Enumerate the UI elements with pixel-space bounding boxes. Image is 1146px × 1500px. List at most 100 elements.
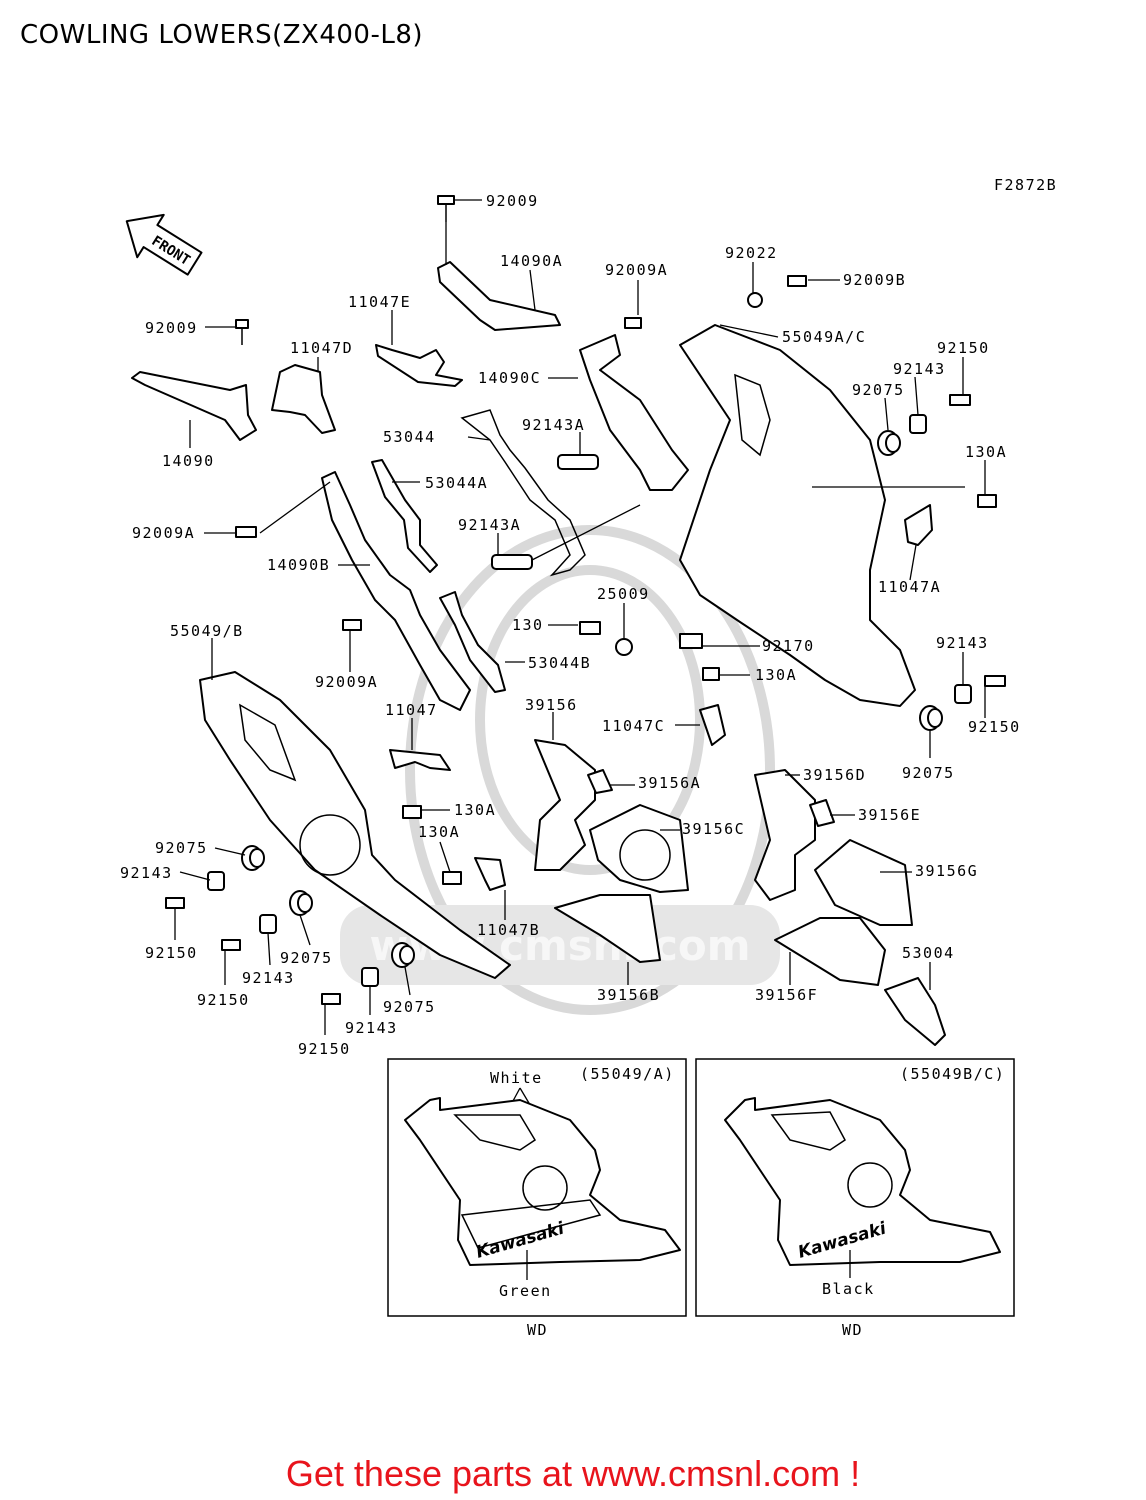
callout-11047b: 11047B [477, 921, 540, 939]
callout-11047a: 11047A [878, 578, 941, 596]
strip-53004 [884, 977, 946, 1046]
callout-92075-r1: 92075 [852, 381, 905, 399]
bolt-92150-l1 [165, 897, 185, 909]
callout-92143-r1: 92143 [893, 360, 946, 378]
inset-55049bc: (55049B/C) Kawasaki Black WD [695, 1058, 1015, 1339]
bolt-130a-mid [702, 667, 720, 681]
callout-11047d: 11047D [290, 339, 353, 357]
callout-39156d: 39156D [803, 766, 866, 784]
callout-130a-lo1: 130A [454, 801, 496, 819]
grommet-92075-l2 [289, 890, 313, 916]
bracket-11047 [389, 749, 451, 771]
inset-b-cowl [724, 1097, 1001, 1266]
figure-code: F2872B [994, 176, 1057, 194]
callout-130a-right: 130A [965, 443, 1007, 461]
front-arrow-icon: FRONT [125, 213, 203, 276]
inset-a-top-color: White [490, 1069, 543, 1087]
strip-53044b [439, 591, 506, 693]
callout-92150-l3: 92150 [298, 1040, 351, 1058]
cowl-55049b-hole [299, 814, 361, 876]
callout-92143-l3: 92143 [345, 1019, 398, 1037]
callout-39156g: 39156G [915, 862, 978, 880]
callout-11047: 11047 [385, 701, 438, 719]
callout-92143-r2: 92143 [936, 634, 989, 652]
callout-39156c: 39156C [682, 820, 745, 838]
pad-39156e [809, 799, 835, 827]
callout-92009a-top: 92009A [605, 261, 668, 279]
inset-a-cowl [404, 1097, 681, 1266]
cowl-55049ac [679, 324, 916, 707]
bracket-11047b [474, 857, 506, 891]
bolt-92009a-left [235, 526, 257, 538]
callout-39156a: 39156A [638, 774, 701, 792]
callout-14090c: 14090C [478, 369, 541, 387]
grommet-92075-r2 [919, 705, 943, 731]
bolt-92009a-top [624, 317, 642, 329]
bolt-92150-r2 [984, 675, 1006, 687]
bolt-130a-lo2 [442, 871, 462, 885]
inset-b-code: WD [842, 1321, 863, 1339]
callout-53044a: 53044A [425, 474, 488, 492]
clip-92170 [679, 633, 703, 649]
inset-a-bottom-color: Green [499, 1282, 552, 1300]
bracket-11047a [904, 504, 933, 546]
duct-14090b [321, 471, 471, 711]
bracket-11047d [271, 364, 336, 434]
bolt-92150-r1 [949, 394, 971, 406]
collar-92143-l2 [259, 914, 277, 934]
cowl-55049ac-vent [734, 373, 771, 457]
washer-25009 [615, 638, 633, 656]
collar-92143-r1 [909, 414, 927, 434]
callout-130: 130 [512, 616, 544, 634]
callout-92009a-left: 92009A [132, 524, 195, 542]
callout-92143-l2: 92143 [242, 969, 295, 987]
bolt-130a-lo1 [402, 805, 422, 819]
bolt-92009b [787, 275, 807, 287]
callout-130a-mid: 130A [755, 666, 797, 684]
callout-53044b: 53044B [528, 654, 591, 672]
bolt-92150-l3 [321, 993, 341, 1005]
collar-92143-l3 [361, 967, 379, 987]
bracket-14090 [131, 371, 257, 441]
grommet-92075-r1 [877, 430, 901, 456]
callout-130a-lo2: 130A [418, 823, 460, 841]
bracket-11047e [375, 344, 463, 387]
callout-53044: 53044 [383, 428, 436, 446]
promo-link[interactable]: Get these parts at www.cmsnl.com ! [285, 1453, 861, 1494]
callout-92150-r2: 92150 [968, 718, 1021, 736]
callout-39156f: 39156F [755, 986, 818, 1004]
callout-labels: 92009 14090A 92009A 92022 92009B 11047E … [120, 192, 1021, 1058]
callout-92075-l3: 92075 [383, 998, 436, 1016]
callout-92009-top: 92009 [486, 192, 539, 210]
callout-92143a-2: 92143A [458, 516, 521, 534]
callout-39156: 39156 [525, 696, 578, 714]
bolt-92009a-low [342, 619, 362, 631]
callout-92009-left: 92009 [145, 319, 198, 337]
callout-92009b: 92009B [843, 271, 906, 289]
bolt-130a-right [977, 494, 997, 508]
cowl-55049b-vent [239, 703, 297, 782]
callout-14090: 14090 [162, 452, 215, 470]
washer-92022 [747, 292, 763, 308]
spacer-92143a-1 [557, 454, 599, 470]
inset-b-bottom-color: Black [822, 1280, 875, 1298]
callout-25009: 25009 [597, 585, 650, 603]
callout-92075-l1: 92075 [155, 839, 208, 857]
panel-39156c-hole [619, 829, 671, 881]
callout-92009a-low: 92009A [315, 673, 378, 691]
panel-39156b [554, 894, 661, 963]
inset-a-vent [453, 1114, 537, 1151]
leader-lines [174, 199, 986, 1035]
inset-a-stripe [460, 1199, 602, 1249]
page-title: COWLING LOWERS(ZX400-L8) [20, 20, 424, 50]
inset-a-code: WD [527, 1321, 548, 1339]
inset-a-ref: (55049/A) [580, 1065, 675, 1083]
inset-b-ref: (55049B/C) [900, 1065, 1005, 1083]
callout-92075-l2: 92075 [280, 949, 333, 967]
callout-92143a-1: 92143A [522, 416, 585, 434]
strip-53044a [371, 459, 438, 573]
bolt-92009-left [235, 319, 249, 345]
callout-11047e: 11047E [348, 293, 411, 311]
panel-39156f [774, 917, 886, 986]
